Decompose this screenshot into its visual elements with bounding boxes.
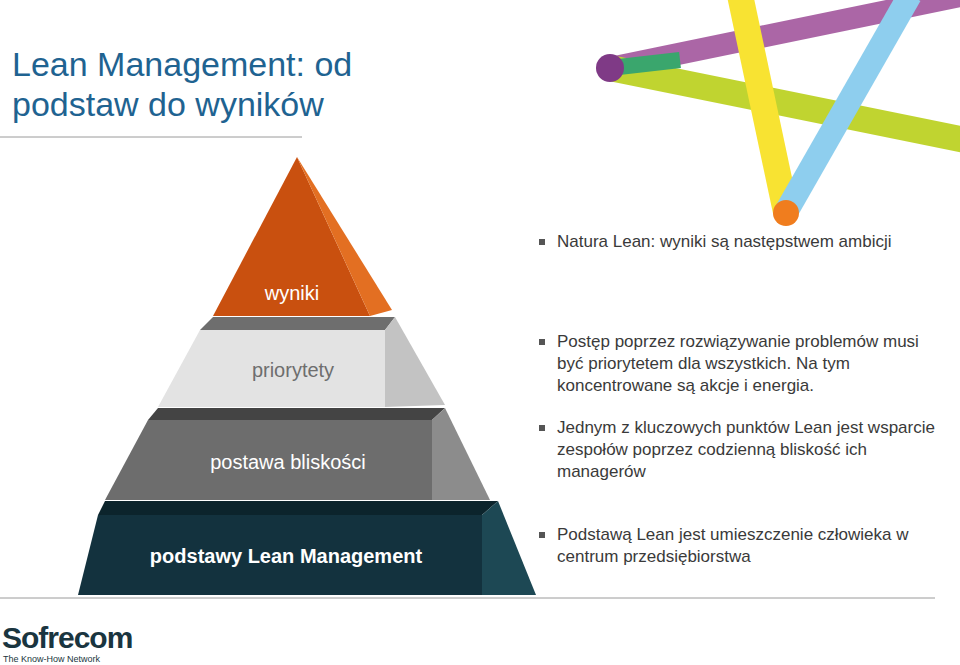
green-stripe: [610, 68, 960, 140]
yellow-stripe: [740, 0, 786, 212]
tier-face: [385, 317, 445, 407]
tier-face: [200, 317, 395, 330]
pyramid-tier: priorytety: [150, 312, 455, 412]
bullet-text: Postęp poprzez rozwiązywanie problemów m…: [557, 331, 947, 397]
tier-face: [158, 330, 385, 407]
slide-title: Lean Management: od podstaw do wyników: [12, 44, 392, 124]
purple-dot: [596, 54, 624, 82]
pyramid-tier: podstawy Lean Management: [72, 498, 542, 598]
bullet-text: Jednym z kluczowych punktów Lean jest ws…: [557, 417, 937, 483]
orange-dot: [773, 200, 799, 226]
pyramid-tier: postawa bliskości: [100, 403, 500, 505]
footer-rule: [0, 598, 935, 599]
logo-tagline: The Know-How Network: [3, 654, 203, 664]
bullet-marker: [539, 339, 545, 345]
bullet-text: Podstawą Lean jest umieszczenie człowiek…: [557, 524, 927, 568]
bullet-marker: [539, 532, 545, 538]
title-rule: [0, 137, 302, 138]
tier-face: [482, 501, 536, 595]
tier-label: wyniki: [265, 281, 319, 305]
bullet-text: Natura Lean: wyniki są następstwem ambic…: [557, 231, 917, 253]
tier-face: [78, 515, 482, 595]
tier-face: [98, 501, 498, 515]
logo-wordmark: Sofrecom: [2, 622, 202, 654]
blue-stripe: [786, 0, 910, 212]
tier-face: [432, 408, 490, 500]
tier-label: postawa bliskości: [210, 450, 366, 474]
tier-face: [105, 420, 432, 500]
pyramid-tier: wyniki: [205, 150, 400, 322]
bullet-marker: [539, 425, 545, 431]
tier-face: [213, 157, 370, 316]
tier-label: priorytety: [252, 358, 334, 382]
tier-label: podstawy Lean Management: [150, 544, 422, 568]
bullet-marker: [539, 239, 545, 245]
tier-face: [148, 408, 445, 420]
